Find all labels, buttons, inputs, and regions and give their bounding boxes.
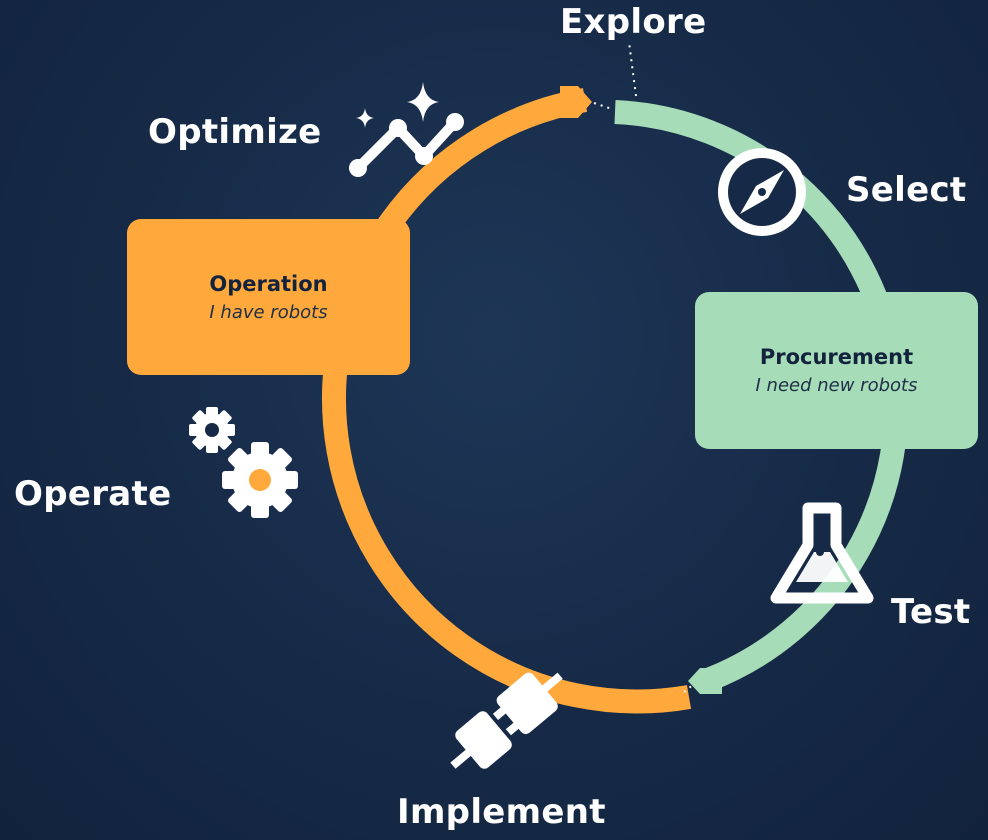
step-label-operate: Operate (14, 474, 172, 514)
procurement-title: Procurement (759, 345, 914, 369)
procurement-arrowhead (688, 668, 722, 694)
operation-arrowhead (560, 86, 592, 118)
step-label-select: Select (846, 170, 967, 210)
step-label-explore: Explore (560, 2, 707, 42)
plug-icon (450, 672, 563, 769)
dotted-connectors (593, 41, 695, 693)
operation-card: Operation I have robots (127, 219, 410, 375)
step-label-test: Test (891, 592, 971, 632)
gear-icon-small (189, 407, 235, 453)
procurement-card: Procurement I need new robots (695, 292, 978, 449)
compass-icon (718, 148, 806, 236)
operation-subtitle: I have robots (209, 301, 328, 323)
operation-title: Operation (209, 271, 328, 296)
operation-arc (322, 88, 692, 714)
flask-icon (770, 502, 874, 604)
procurement-subtitle: I need new robots (755, 375, 918, 396)
gear-icon-large (222, 442, 298, 518)
step-label-optimize: Optimize (148, 112, 322, 152)
sparkle-chart-icon (349, 82, 464, 177)
step-label-implement: Implement (397, 792, 606, 832)
